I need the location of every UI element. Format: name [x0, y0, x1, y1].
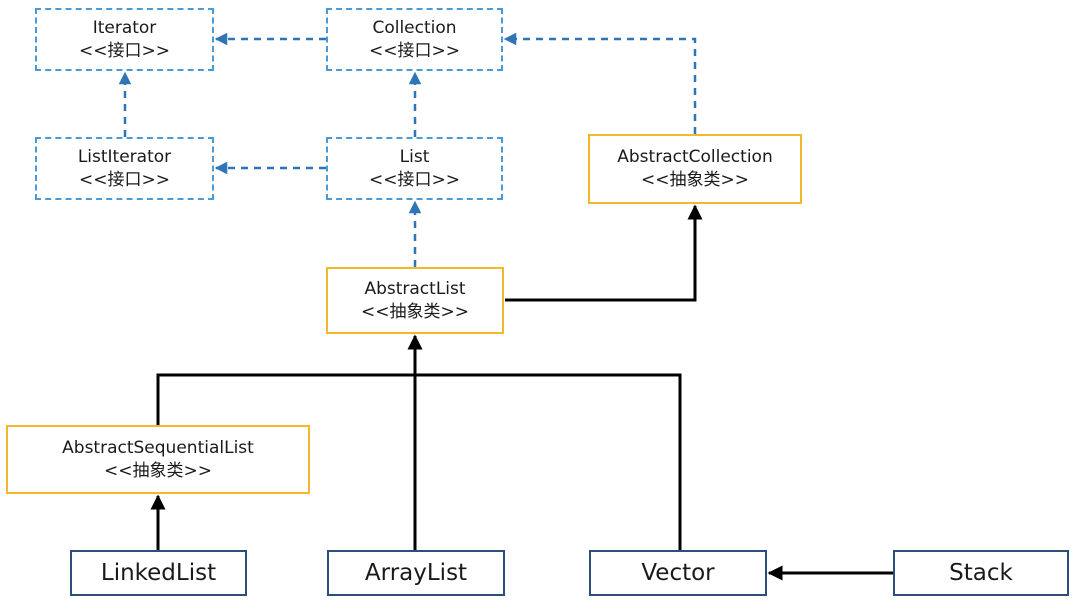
node-collection: Collection <<接口>>: [326, 8, 503, 71]
edge-vector-branch: [415, 373, 682, 550]
node-iterator-stereotype: <<接口>>: [79, 40, 170, 61]
node-abstractsequentiallist: AbstractSequentialList <<抽象类>>: [6, 425, 310, 494]
edge-abstractsequentiallist-branch: [156, 373, 415, 425]
node-abstractlist-stereotype: <<抽象类>>: [361, 301, 469, 322]
node-abstractcollection-name: AbstractCollection: [617, 147, 773, 167]
node-stack: Stack: [893, 550, 1069, 596]
node-arraylist-name: ArrayList: [364, 560, 468, 586]
node-abstractsequentiallist-name: AbstractSequentialList: [62, 437, 254, 458]
node-iterator: Iterator <<接口>>: [35, 8, 214, 71]
node-abstractcollection-stereotype: <<抽象类>>: [641, 170, 749, 190]
node-collection-stereotype: <<接口>>: [369, 40, 460, 61]
node-vector-name: Vector: [641, 560, 715, 586]
node-linkedlist: LinkedList: [70, 550, 247, 596]
edge-abstractlist-to-abstractcollection: [505, 204, 703, 302]
node-list-stereotype: <<接口>>: [369, 169, 460, 190]
node-abstractlist: AbstractList <<抽象类>>: [326, 267, 504, 334]
node-list: List <<接口>>: [326, 137, 503, 200]
node-collection-name: Collection: [372, 17, 457, 38]
node-listiterator: ListIterator <<接口>>: [35, 137, 214, 200]
node-arraylist: ArrayList: [327, 550, 505, 596]
node-linkedlist-name: LinkedList: [100, 560, 217, 586]
node-abstractlist-name: AbstractList: [364, 278, 466, 299]
node-listiterator-stereotype: <<接口>>: [79, 169, 170, 190]
node-vector: Vector: [589, 550, 767, 596]
node-list-name: List: [399, 146, 430, 167]
node-stack-name: Stack: [949, 560, 1013, 586]
node-abstractcollection: AbstractCollection <<抽象类>>: [588, 134, 802, 204]
node-iterator-name: Iterator: [92, 17, 157, 38]
node-abstractsequentiallist-stereotype: <<抽象类>>: [104, 460, 212, 481]
edge-abstractcollection-to-collection: [503, 32, 697, 134]
node-listiterator-name: ListIterator: [77, 146, 172, 167]
